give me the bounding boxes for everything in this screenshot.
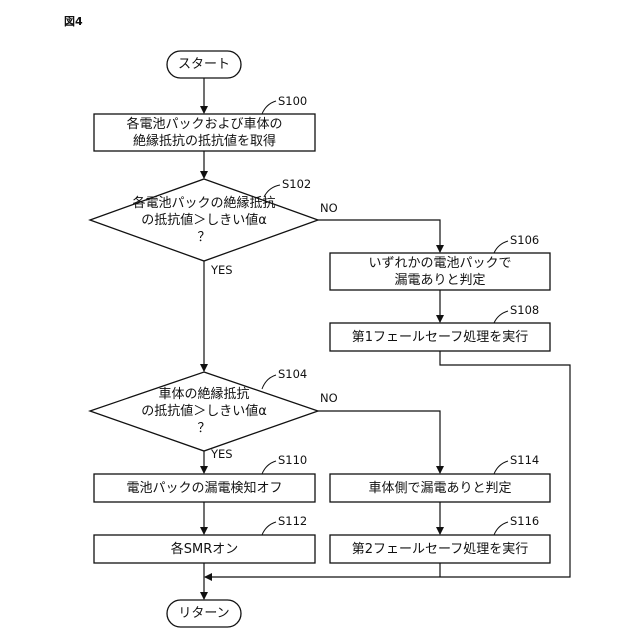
s112-label: 各SMRオン [171, 541, 239, 558]
s106-text: いずれかの電池パックで 漏電ありと判定 [330, 253, 550, 290]
arrow-s102-no-to-s106 [318, 220, 440, 252]
s100-text: 各電池パックおよび車体の 絶縁抵抗の抵抗値を取得 [94, 114, 315, 151]
s108-label: 第1フェールセーフ処理を実行 [352, 329, 529, 346]
s102-text: 各電池パックの絶縁抵抗 の抵抗値＞しきい値α ？ [110, 192, 298, 248]
s116-label: 第2フェールセーフ処理を実行 [352, 541, 529, 558]
s104-no-label: NO [320, 391, 338, 405]
end-label: リターン [178, 605, 229, 622]
s104-text: 車体の絶縁抵抗 の抵抗値＞しきい値α ？ [110, 384, 298, 438]
s110-label: 電池パックの漏電検知オフ [126, 480, 282, 497]
s102-line2: の抵抗値＞しきい値α [141, 212, 267, 229]
start-label: スタート [178, 56, 230, 73]
s104-line2: の抵抗値＞しきい値α [141, 403, 267, 420]
s102-step-label: S102 [282, 177, 311, 191]
s116-text: 第2フェールセーフ処理を実行 [330, 535, 550, 563]
s110-leader [262, 461, 276, 474]
s104-step-label: S104 [278, 367, 307, 381]
end-text: リターン [167, 600, 241, 627]
arrow-s104-no-to-s114 [318, 411, 440, 473]
s106-leader [494, 241, 508, 253]
s108-leader [494, 311, 508, 323]
s100-line2: 絶縁抵抗の抵抗値を取得 [133, 133, 276, 150]
s102-line3: ？ [197, 229, 210, 246]
figure-label: 図4 [64, 13, 83, 29]
s114-text: 車体側で漏電ありと判定 [330, 474, 550, 502]
start-text: スタート [167, 51, 241, 78]
s112-text: 各SMRオン [94, 535, 315, 563]
s110-text: 電池パックの漏電検知オフ [94, 474, 315, 502]
s104-yes-label: YES [211, 447, 233, 461]
s114-label: 車体側で漏電ありと判定 [368, 480, 511, 497]
s114-step-label: S114 [510, 453, 539, 467]
s100-leader [262, 101, 276, 114]
s110-step-label: S110 [278, 453, 307, 467]
s116-step-label: S116 [510, 514, 539, 528]
s106-line2: 漏電ありと判定 [394, 272, 485, 289]
s104-line1: 車体の絶縁抵抗 [158, 386, 249, 403]
s112-step-label: S112 [278, 514, 307, 528]
s100-line1: 各電池パックおよび車体の [126, 116, 282, 133]
s100-step-label: S100 [278, 94, 307, 108]
s116-leader [494, 522, 508, 535]
s102-yes-label: YES [211, 263, 233, 277]
s112-leader [262, 522, 276, 535]
s108-step-label: S108 [510, 303, 539, 317]
s104-line3: ？ [197, 420, 210, 437]
s108-text: 第1フェールセーフ処理を実行 [330, 323, 550, 351]
s102-line1: 各電池パックの絶縁抵抗 [132, 195, 275, 212]
s102-no-label: NO [320, 201, 338, 215]
s106-line1: いずれかの電池パックで [368, 255, 511, 272]
s106-step-label: S106 [510, 233, 539, 247]
s114-leader [494, 461, 508, 474]
